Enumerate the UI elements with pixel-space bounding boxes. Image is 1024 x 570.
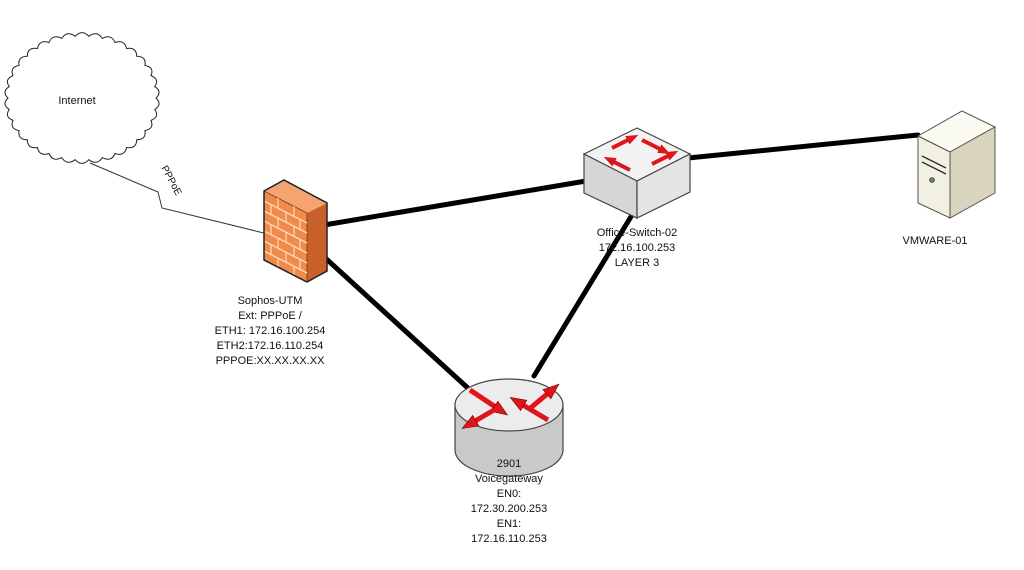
router-en1: EN1: [496,518,522,530]
router-name: Voicegateway [475,473,543,485]
router-label: 2901 Voicegateway EN0: 172.30.200.253 EN… [449,457,569,547]
internet-cloud [4,32,160,164]
firewall-pppoe: PPPOE:XX.XX.XX.XX [215,355,325,367]
switch-name: Office-Switch-02 [596,227,678,239]
connections [315,132,921,393]
internet-label: Internet [58,95,96,107]
router-en0: EN0: [496,488,522,500]
switch-ip: 172.16.100.253 [598,242,676,254]
switch-layer: LAYER 3 [614,257,660,269]
server-name: VMWARE-01 [902,235,968,247]
server-icon [916,110,997,219]
link-firewall-router [319,252,473,393]
router-en1-ip: 172.16.110.253 [471,533,547,545]
link-switch-router [531,212,635,379]
pppoe-link [89,162,273,236]
firewall-name: Sophos-UTM [237,295,303,307]
firewall-eth1: ETH1: 172.16.100.254 [214,325,326,337]
router-model: 2901 [496,458,522,470]
router-icon [454,378,564,477]
firewall-ext: Ext: PPPoE / [238,310,302,322]
link-switch-server [685,132,921,161]
switch-label: Office-Switch-02 172.16.100.253 LAYER 3 [577,226,697,271]
router-en0-ip: 172.30.200.253 [470,503,548,515]
firewall-eth2: ETH2:172.16.110.254 [216,340,324,352]
link-firewall-switch [315,177,595,229]
switch-icon [582,127,692,219]
firewall-label: Sophos-UTM Ext: PPPoE / ETH1: 172.16.100… [200,294,340,369]
server-label: VMWARE-01 [890,234,980,249]
firewall-icon [263,179,328,283]
